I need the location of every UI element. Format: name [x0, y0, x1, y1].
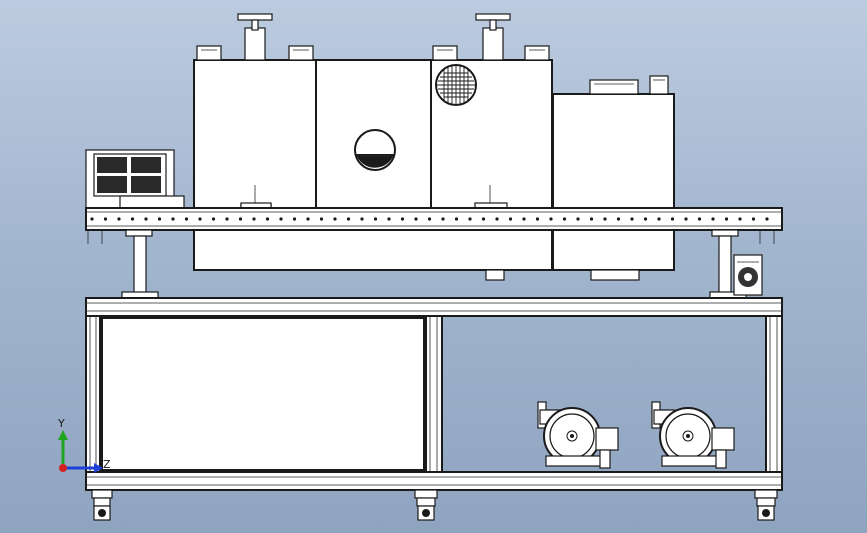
rail-hole	[117, 217, 121, 221]
rail-hole	[576, 217, 580, 221]
rail-hole	[589, 217, 594, 221]
chamber-left	[193, 13, 317, 209]
rail-hole	[508, 217, 513, 221]
rail-hole	[751, 217, 756, 221]
rail-hole	[670, 217, 675, 221]
rail-hole	[616, 217, 621, 221]
caster-right	[754, 489, 778, 521]
rail-hole	[360, 217, 364, 221]
rail-hole	[130, 217, 135, 221]
rail-hole	[90, 217, 94, 221]
conveyor-rail	[85, 207, 783, 244]
rail-hole	[346, 217, 351, 221]
rail-hole	[387, 217, 391, 221]
mesh-vent	[437, 65, 475, 105]
chamber-end	[552, 75, 675, 209]
y-axis-arrowhead	[58, 430, 68, 440]
z-axis-label: Z	[103, 458, 111, 471]
rail-hole	[211, 217, 216, 221]
rail-hole	[144, 217, 148, 221]
rail-hole	[414, 217, 418, 221]
fan-box	[733, 254, 763, 296]
rail-hole	[292, 217, 297, 221]
rail-hole	[495, 217, 499, 221]
rail-hole	[103, 217, 108, 221]
rail-hole	[481, 217, 486, 221]
rail-hole	[643, 217, 648, 221]
rail-hole	[238, 217, 243, 221]
rail-hole	[198, 217, 202, 221]
rail-hole	[630, 217, 634, 221]
rail-hole	[265, 217, 270, 221]
rail-hole	[279, 217, 283, 221]
caster-middle	[414, 489, 438, 521]
chamber-right	[430, 13, 553, 209]
rail-hole	[738, 217, 742, 221]
rail-hole	[684, 217, 688, 221]
lower-housing	[193, 229, 675, 281]
rail-hole	[225, 217, 229, 221]
rail-hole	[522, 217, 526, 221]
rail-hole	[697, 217, 702, 221]
inlet-box	[85, 149, 185, 209]
chamber-middle	[315, 59, 432, 209]
blower-left	[537, 401, 619, 469]
z-axis-arrowhead	[94, 463, 103, 473]
rail-hole	[657, 217, 661, 221]
axis-triad[interactable]: Y Z	[57, 417, 111, 473]
support-posts	[121, 229, 747, 299]
rail-hole	[724, 217, 729, 221]
rail-hole	[468, 217, 472, 221]
rail-hole	[711, 217, 715, 221]
rail-hole	[441, 217, 445, 221]
caster-left	[91, 489, 113, 521]
rail-hole	[454, 217, 459, 221]
table-frame	[85, 297, 783, 491]
rail-hole	[549, 217, 553, 221]
rail-hole	[157, 217, 162, 221]
rail-hole	[535, 217, 540, 221]
rail-hole	[765, 217, 769, 221]
rail-hole	[333, 217, 337, 221]
rail-hole	[400, 217, 405, 221]
rail-hole	[252, 217, 256, 221]
rail-hole	[171, 217, 175, 221]
rail-hole	[427, 217, 432, 221]
rail-hole	[306, 217, 310, 221]
rail-hole	[373, 217, 378, 221]
rail-hole	[184, 217, 189, 221]
y-axis-label: Y	[57, 417, 65, 430]
rail-hole	[319, 217, 324, 221]
rail-hole	[562, 217, 567, 221]
rail-hole	[603, 217, 607, 221]
blower-right	[651, 401, 735, 469]
origin-marker	[59, 464, 67, 472]
